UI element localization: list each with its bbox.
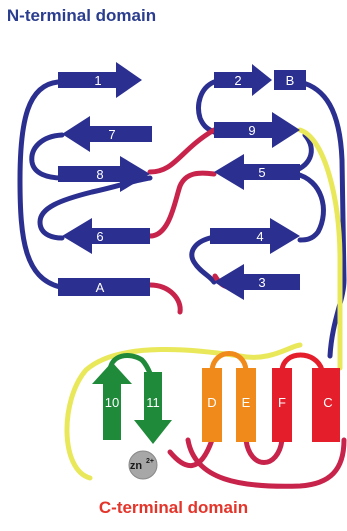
strand-e-bar — [236, 368, 256, 442]
strand-11-label: 11 — [146, 395, 160, 410]
strand-9-arrow — [214, 112, 300, 148]
loop-1-to-a — [17, 79, 63, 290]
strand-10-label: 10 — [105, 395, 119, 410]
strand-5-label: 5 — [258, 165, 265, 180]
strand-b-box — [274, 70, 306, 90]
strand-c-bar — [312, 368, 340, 442]
strand-d-label: D — [207, 395, 216, 410]
strand-f-label: F — [278, 395, 286, 410]
loop-d-to-e — [209, 351, 249, 373]
zinc-ion: zn 2+ — [128, 450, 158, 480]
loop-bottom-return — [185, 437, 347, 489]
strand-1-arrow — [58, 62, 142, 98]
c-terminal-title: C-terminal domain — [98, 498, 249, 517]
strand-7-arrow — [62, 116, 152, 152]
loop-11-to-d — [167, 437, 215, 469]
zinc-charge: 2+ — [146, 458, 154, 465]
zinc-symbol: zn — [130, 460, 143, 472]
strand-f-bar — [272, 368, 292, 442]
strand-c-label: C — [323, 395, 332, 410]
n-terminal-title: N-terminal domain — [6, 6, 157, 25]
loop-e-to-f — [243, 437, 285, 465]
strand-3-arrow — [214, 264, 300, 300]
strand-e-label: E — [242, 395, 251, 410]
loop-7-to-8 — [29, 132, 65, 181]
loop-2-to-9 — [196, 79, 217, 135]
strand-4-label: 4 — [256, 229, 263, 244]
strand-a-label: A — [96, 280, 105, 295]
zinc-sphere — [128, 450, 158, 480]
link-a-to-c — [147, 282, 183, 315]
link-6-to-5 — [147, 170, 217, 239]
strand-6-arrow — [62, 218, 150, 254]
strand-3-label: 3 — [258, 275, 265, 290]
strand-2-arrow — [214, 64, 272, 96]
link-8-to-9 — [147, 127, 217, 175]
loop-9-to-c — [297, 127, 343, 371]
strand-9-label: 9 — [248, 123, 255, 138]
loop-4-to-3 — [189, 235, 217, 285]
strand-8-label: 8 — [96, 167, 103, 182]
strand-b-label: B — [286, 73, 295, 88]
strand-6-label: 6 — [96, 229, 103, 244]
loop-f-to-c — [279, 352, 325, 373]
strand-5-arrow — [214, 154, 300, 190]
strand-10-arrow — [92, 362, 132, 440]
strand-11-arrow — [134, 372, 172, 444]
loop-b-to-c — [297, 79, 347, 359]
strand-a-box — [58, 278, 150, 296]
strand-4-arrow — [210, 218, 300, 254]
strand-1-label: 1 — [94, 73, 101, 88]
strand-2-label: 2 — [234, 73, 241, 88]
loop-c-to-10 — [64, 342, 303, 481]
strand-7-label: 7 — [108, 127, 115, 142]
loop-5-to-4 — [293, 171, 326, 243]
strand-8-arrow — [58, 156, 150, 192]
strand-d-bar — [202, 368, 222, 442]
